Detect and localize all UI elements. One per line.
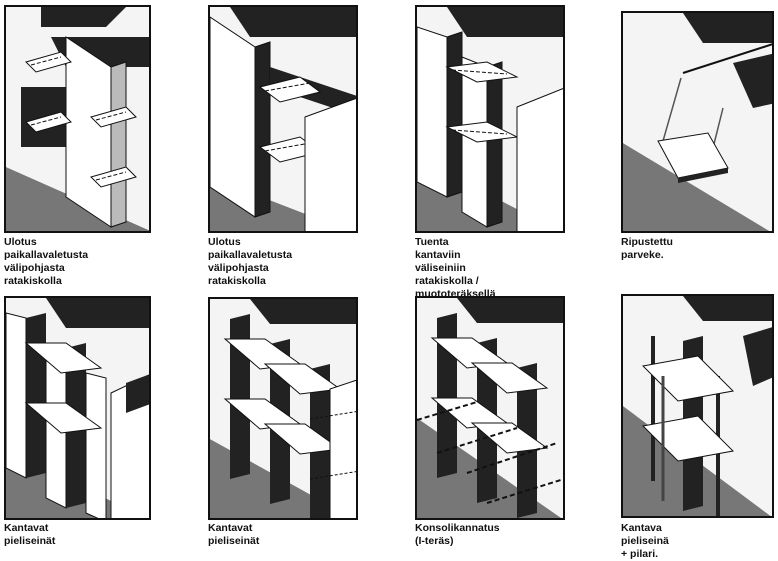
panel-caption: Kantava pieliseinä + pilari.: [621, 522, 669, 560]
diagram-panel-6: [208, 297, 358, 520]
diagram-panel-2: [208, 5, 358, 233]
diagram-panel-7: [415, 296, 565, 520]
cantilever-rails-wall-illustration: [210, 7, 356, 231]
suspended-balcony-illustration: [623, 13, 772, 231]
bearing-side-walls-illustration: [6, 298, 149, 518]
cantilever-rails-illustration: [6, 7, 149, 231]
diagram-panel-1: [4, 5, 151, 233]
panel-caption: Ulotus paikallavaletusta välipohjasta ra…: [208, 236, 293, 287]
panel-caption: Konsolikannatus (I-teräs): [415, 522, 500, 547]
panel-caption: Ripustettu parveke.: [621, 236, 673, 261]
panel-caption: Kantavat pieliseinät: [4, 522, 56, 547]
support-walls-illustration: [417, 7, 563, 231]
panel-caption: Kantavat pieliseinät: [208, 522, 260, 547]
page: { "panels": [ {"caption": "Ulotus paikal…: [4, 5, 774, 560]
panel-caption: Ulotus paikallavaletusta välipohjasta ra…: [4, 236, 89, 287]
panel-caption: Tuenta kantaviin väliseiniin ratakiskoll…: [415, 236, 496, 300]
console-support-illustration: [417, 298, 563, 518]
diagram-panel-8: [621, 294, 774, 518]
diagram-panel-5: [4, 296, 151, 520]
side-wall-column-illustration: [623, 296, 772, 516]
diagram-panel-3: [415, 5, 565, 233]
bearing-side-walls-grid-illustration: [210, 299, 356, 518]
diagram-panel-4: [621, 11, 774, 233]
